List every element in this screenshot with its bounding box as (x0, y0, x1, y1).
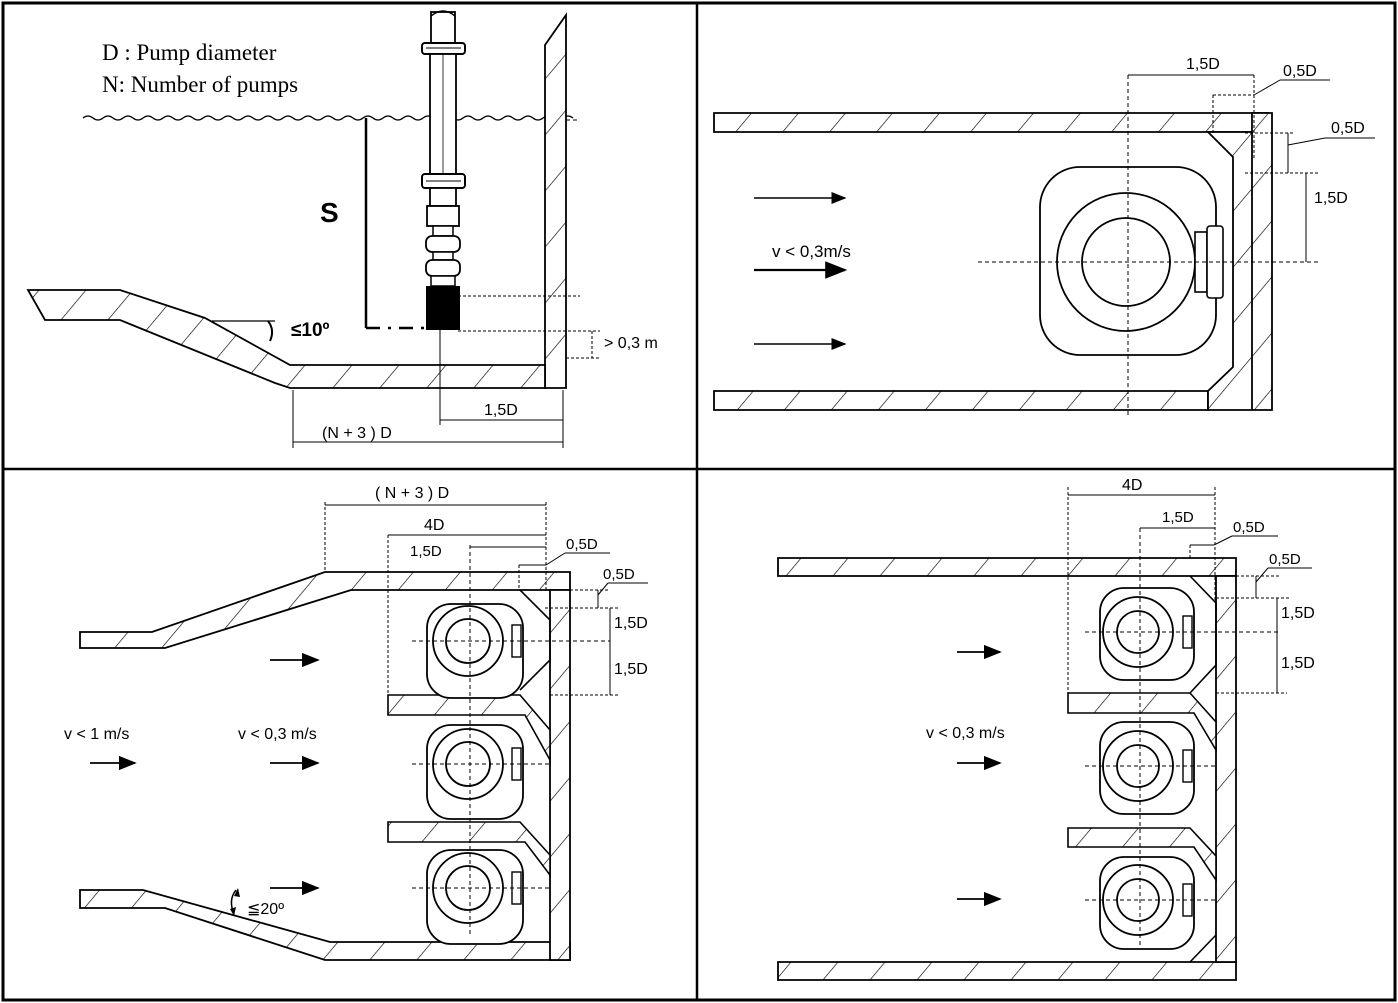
dim-back-label: 1,5D (410, 543, 442, 560)
bottom-wall (777, 961, 1237, 981)
back-wall (1215, 575, 1237, 963)
back-wall (544, 12, 567, 389)
velocity-label: v < 0,3 m/s (926, 725, 1005, 742)
dim-4d-label: 4D (1122, 477, 1142, 494)
panel-side-section: D : Pump diameter N: Number of pumps ≤10… (26, 10, 658, 448)
floor-clearance-label: > 0,3 m (604, 335, 658, 352)
pump-plan-view (426, 603, 524, 699)
pump-plan-view (1099, 587, 1195, 681)
dim-wall-side-label: 0,5D (1269, 551, 1301, 568)
top-wall (777, 557, 1237, 577)
velocity-inlet-label: v < 1 m/s (64, 726, 129, 743)
dim-wall-side-label: 0,5D (603, 566, 635, 583)
dim-wall-side-label: 0,5D (1331, 120, 1365, 137)
bottom-wall (713, 390, 1209, 411)
dim-side-1-label: 1,5D (614, 615, 648, 632)
pump-plan-view (1039, 166, 1224, 356)
velocity-label: v < 0,3m/s (772, 242, 851, 261)
dim-side-1-label: 1,5D (1281, 605, 1315, 622)
back-wall (549, 589, 571, 961)
velocity-sump-label: v < 0,3 m/s (238, 726, 317, 743)
divider-2 (1067, 827, 1217, 883)
approach-length-label: (N + 3 ) D (322, 425, 392, 442)
dim-wall-top-label: 0,5D (1283, 63, 1317, 80)
back-distance-label: 1,5D (484, 402, 518, 419)
water-surface (82, 115, 574, 121)
dim-back-label: 1,5D (1162, 509, 1194, 526)
pump-plan-view (1099, 721, 1195, 815)
dim-side-label: 1,5D (1314, 190, 1348, 207)
dim-side-2-label: 1,5D (614, 661, 648, 678)
panel-single-pump-plan: 1,5D 0,5D 0,5D 1,5D v < 0,3m/s (713, 56, 1375, 418)
sump-floor (26, 289, 546, 389)
pump-plan-view (426, 724, 524, 820)
pump-plan-view (1099, 856, 1195, 950)
top-wall (713, 112, 1269, 133)
dim-side-2-label: 1,5D (1281, 655, 1315, 672)
dim-total-label: ( N + 3 ) D (375, 485, 449, 502)
divider-1 (387, 694, 551, 764)
pump-column (421, 10, 466, 330)
submergence-label: S (320, 197, 339, 228)
panel-multi-pump-tapered: ( N + 3 ) D 4D 1,5D 0,5D 0,5D 1,5D 1,5D … (64, 485, 648, 961)
dim-back-label: 1,5D (1186, 56, 1220, 73)
dim-wall-top-label: 0,5D (566, 536, 598, 553)
legend-number-of-pumps: N: Number of pumps (102, 72, 298, 97)
panel-multi-pump-straight: 4D 1,5D 0,5D 0,5D 1,5D 1,5D v < 0,3 m/s (777, 477, 1315, 981)
pump-plan-view (426, 849, 524, 945)
divider-2 (387, 821, 551, 878)
dim-4d-label: 4D (424, 517, 444, 534)
slope-angle-label: ≤10º (291, 320, 330, 341)
legend-pump-diameter: D : Pump diameter (102, 40, 277, 65)
dim-wall-top-label: 0,5D (1233, 519, 1265, 536)
taper-angle-label: ≦20º (247, 901, 284, 918)
